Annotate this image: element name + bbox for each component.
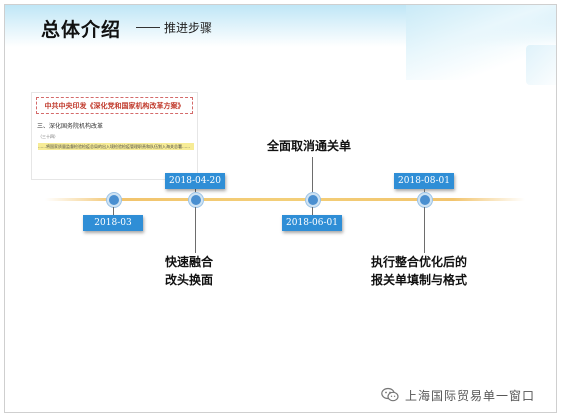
event-declaration-format: 执行整合优化后的 报关单填制与格式 [371, 253, 467, 289]
header-decoration-square [526, 45, 556, 85]
timeline-node-4 [418, 193, 432, 207]
document-section: 三、深化国务院机构改革 [37, 123, 104, 130]
date-2018-06-01: 2018-06-01 [282, 215, 342, 231]
document-title: 中共中央印发《深化党和国家机构改革方案》 [36, 97, 193, 114]
date-2018-04-20: 2018-04-20 [165, 173, 225, 189]
event-declaration-line1: 执行整合优化后的 [371, 255, 468, 269]
event-merge-line2: 改头换面 [165, 273, 214, 287]
event-merge-line1: 快速融合 [165, 255, 214, 269]
connector-4-down [424, 207, 425, 253]
page-subtitle: 推进步骤 [164, 21, 213, 35]
document-line: （三十四） [38, 134, 58, 139]
event-merge: 快速融合 改头换面 [165, 253, 213, 289]
connector-2-down [195, 207, 196, 253]
title-dash [136, 27, 160, 28]
document-highlight: ……将国家质量监督检验检疫总局的出入境检验检疫管理职责和队伍划入海关总署…… [38, 143, 194, 150]
connector-1 [113, 207, 114, 215]
document-snippet: 中共中央印发《深化党和国家机构改革方案》 三、深化国务院机构改革 （三十四） …… [31, 92, 198, 180]
watermark-text: 上海国际贸易单一窗口 [405, 388, 536, 403]
date-2018-08-01: 2018-08-01 [394, 173, 454, 189]
date-2018-03: 2018-03 [83, 215, 143, 231]
event-declaration-line2: 报关单填制与格式 [371, 273, 468, 287]
connector-4-up [424, 189, 425, 193]
watermark: 上海国际贸易单一窗口 [381, 385, 535, 405]
page-title: 总体介绍 [41, 19, 122, 41]
connector-3-up [312, 157, 313, 193]
slide: 总体介绍 推进步骤 中共中央印发《深化党和国家机构改革方案》 三、深化国务院机构… [4, 4, 557, 413]
wechat-icon [381, 387, 399, 402]
timeline-node-2 [189, 193, 203, 207]
timeline-node-3 [306, 193, 320, 207]
timeline-node-1 [107, 193, 121, 207]
connector-3-down [312, 207, 313, 215]
event-cancel-clearance: 全面取消通关单 [267, 139, 352, 153]
connector-2-up [195, 187, 196, 193]
timeline-line [45, 198, 525, 201]
